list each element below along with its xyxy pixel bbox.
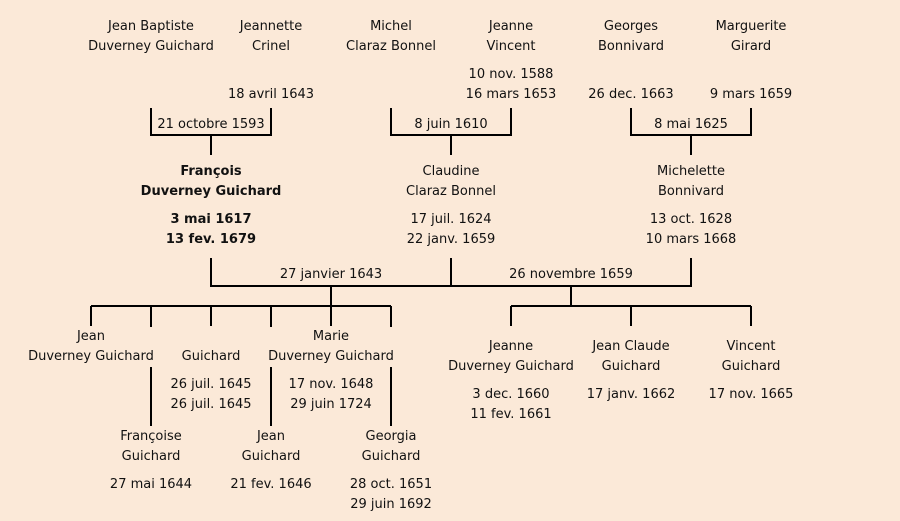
person-jean-baptiste: Jean Baptiste Duverney Guichard — [76, 17, 226, 57]
person-francoise: Françoise Guichard — [76, 427, 226, 467]
birth-date: 17 nov. 1648 — [288, 377, 374, 392]
last-name: Guichard — [241, 449, 301, 464]
person-jean-2: Jean Guichard — [196, 427, 346, 467]
marriage-date: 26 novembre 1659 — [509, 267, 633, 282]
marriage-date: 27 janvier 1643 — [279, 267, 383, 282]
person-jeannette: Jeannette Crinel — [196, 17, 346, 57]
last-name: Guichard — [361, 449, 421, 464]
person-vincent: Vincent Guichard — [676, 337, 826, 377]
death-date: 10 mars 1668 — [645, 232, 737, 247]
first-name: Jeanne — [488, 339, 534, 354]
person-georgia: Georgia Guichard — [316, 427, 466, 467]
first-name: Jeanne — [488, 19, 534, 34]
person-francois: François Duverney Guichard — [136, 162, 286, 202]
life-dates: 26 juil. 1645 26 juil. 1645 — [136, 375, 286, 415]
last-name: Duverney Guichard — [88, 39, 214, 54]
last-name: Duverney Guichard — [140, 184, 282, 199]
birth-date: 13 oct. 1628 — [649, 212, 733, 227]
person-georges: Georges Bonnivard — [556, 17, 706, 57]
person-michel: Michel Claraz Bonnel — [316, 17, 466, 57]
first-name: Marguerite — [715, 19, 787, 34]
last-name: Vincent — [486, 39, 536, 54]
connector-line — [150, 108, 272, 155]
birth-date: 17 juil. 1624 — [410, 212, 492, 227]
death-date: 29 juin 1692 — [350, 497, 432, 512]
person-jean-claude: Jean Claude Guichard — [556, 337, 706, 377]
first-name: Jeannette — [239, 19, 303, 34]
last-name: Guichard — [601, 359, 661, 374]
connector-line — [210, 258, 692, 287]
first-name: Françoise — [120, 429, 182, 444]
death-date: 29 juin 1724 — [290, 397, 372, 412]
last-name: Crinel — [252, 39, 290, 54]
death-date: 26 juil. 1645 — [170, 397, 252, 412]
person-jeanne: Jeanne Duverney Guichard — [436, 337, 586, 377]
person-marie: Marie Duverney Guichard — [256, 327, 406, 367]
birth-date: 10 nov. 1588 — [468, 67, 554, 82]
death-date: 18 avril 1643 — [227, 87, 315, 102]
first-name: Marie — [312, 329, 350, 344]
person-jean-1: Jean Duverney Guichard — [16, 327, 166, 367]
death-date: 13 fev. 1679 — [165, 232, 257, 247]
birth-date: 17 nov. 1665 — [708, 387, 794, 402]
first-name: Vincent — [726, 339, 776, 354]
last-name: Bonnivard — [658, 184, 724, 199]
last-name: Guichard — [121, 449, 181, 464]
birth-date: 21 fev. 1646 — [230, 477, 312, 492]
last-name: Claraz Bonnel — [406, 184, 496, 199]
last-name: Claraz Bonnel — [346, 39, 436, 54]
life-dates: 3 dec. 1660 11 fev. 1661 — [436, 385, 586, 425]
death-date: 11 fev. 1661 — [470, 407, 552, 422]
first-name: Jean — [76, 329, 106, 344]
birth-date: 27 mai 1644 — [109, 477, 193, 492]
birth-date: 26 juil. 1645 — [170, 377, 252, 392]
birth-date: 3 mai 1617 — [170, 212, 252, 227]
last-name: Guichard — [721, 359, 781, 374]
first-name: François — [180, 164, 242, 179]
first-name: Georgia — [365, 429, 417, 444]
life-dates: 13 oct. 1628 10 mars 1668 — [616, 210, 766, 250]
death-date: 22 janv. 1659 — [406, 232, 496, 247]
last-name: Duverney Guichard — [268, 349, 394, 364]
life-dates: 10 nov. 1588 16 mars 1653 — [436, 65, 586, 105]
connector-line — [390, 108, 512, 155]
person-guichard: Guichard — [181, 349, 241, 364]
last-name: Bonnivard — [598, 39, 664, 54]
first-name: Michelette — [656, 164, 725, 179]
first-name: Michel — [370, 19, 412, 34]
life-dates: 17 nov. 1648 29 juin 1724 — [256, 375, 406, 415]
person-jeanne-vincent: Jeanne Vincent — [436, 17, 586, 57]
death-date: 16 mars 1653 — [465, 87, 557, 102]
first-name: Jean Baptiste — [108, 19, 194, 34]
first-name: Claudine — [422, 164, 480, 179]
death-date: 9 mars 1659 — [709, 87, 793, 102]
life-dates: 17 juil. 1624 22 janv. 1659 — [376, 210, 526, 250]
last-name: Duverney Guichard — [28, 349, 154, 364]
last-name: Girard — [730, 39, 772, 54]
life-dates: 28 oct. 1651 29 juin 1692 — [316, 475, 466, 515]
birth-date: 28 oct. 1651 — [349, 477, 433, 492]
connector-line — [510, 286, 752, 326]
person-michelette: Michelette Bonnivard — [616, 162, 766, 202]
person-marguerite: Marguerite Girard — [676, 17, 826, 57]
marriage-date: 8 mai 1625 — [654, 117, 728, 132]
marriage-date: 8 juin 1610 — [414, 117, 488, 132]
person-claudine: Claudine Claraz Bonnel — [376, 162, 526, 202]
birth-date: 17 janv. 1662 — [586, 387, 676, 402]
marriage-date: 21 octobre 1593 — [157, 117, 265, 132]
first-name: Jean Claude — [592, 339, 670, 354]
first-name: Jean — [256, 429, 286, 444]
birth-date: 3 dec. 1660 — [472, 387, 550, 402]
connector-line — [630, 108, 752, 155]
death-date: 26 dec. 1663 — [588, 87, 674, 102]
first-name: Georges — [603, 19, 659, 34]
last-name: Duverney Guichard — [448, 359, 574, 374]
life-dates: 3 mai 1617 13 fev. 1679 — [136, 210, 286, 250]
